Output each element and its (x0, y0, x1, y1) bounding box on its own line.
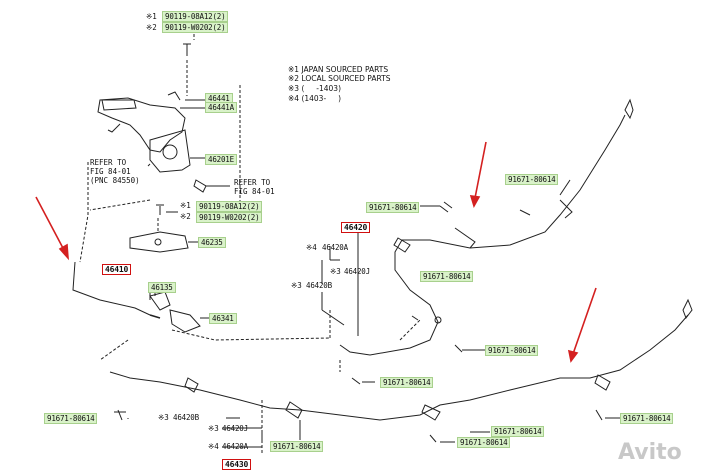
header-part-1[interactable]: 90119-08A12(2) (162, 11, 229, 22)
mark-b-46420A: ※4 (208, 442, 219, 451)
bolt-shape (183, 43, 191, 56)
part-46420J[interactable]: 46420J (344, 267, 370, 276)
legend-line-2: ※2 LOCAL SOURCED PARTS (288, 74, 391, 83)
refer-1-line-1: REFER TO (90, 158, 127, 167)
legend-line-3: ※3 ( -1403) (288, 84, 342, 93)
header-mark-2: ※2 (146, 23, 157, 32)
refer-2-line-2: FIG 84-01 (234, 187, 275, 196)
mid-mark-1: ※1 (180, 201, 191, 210)
part-46235[interactable]: 46235 (198, 237, 226, 248)
refer-1-line-3: (PNC 84550) (90, 176, 140, 185)
part-46410[interactable]: 46410 (102, 264, 132, 275)
watermark: Avito (618, 440, 682, 465)
clip-3[interactable]: 91671-80614 (420, 271, 474, 282)
part-b-46420J[interactable]: 46420J (222, 424, 248, 433)
cable-46420 (339, 114, 626, 356)
part-46135[interactable]: 46135 (148, 282, 176, 293)
header-part-2[interactable]: 90119-W0202(2) (162, 22, 229, 33)
part-46441A[interactable]: 46441A (205, 102, 237, 113)
mark-b-46420B: ※3 (158, 413, 169, 422)
refer-1-line-2: FIG 84-01 (90, 167, 131, 176)
refer-2-line-1: REFER TO (234, 178, 271, 187)
part-b-46420A[interactable]: 46420A (222, 442, 248, 451)
clip-2[interactable]: 91671-80614 (366, 202, 420, 213)
cable-end (624, 98, 634, 120)
legend-line-1: ※1 JAPAN SOURCED PARTS (288, 65, 389, 74)
clip-9[interactable]: 91671-80614 (620, 413, 674, 424)
header-mark-1: ※1 (146, 12, 157, 21)
part-b-46420B[interactable]: 46420B (173, 413, 199, 422)
lever-bracket (149, 129, 191, 173)
equalizer-46341 (169, 309, 201, 333)
clip-10[interactable]: 91671-80614 (270, 441, 324, 452)
clip-5[interactable]: 91671-80614 (380, 377, 434, 388)
clip-8[interactable]: 91671-80614 (457, 437, 511, 448)
part-46201E[interactable]: 46201E (205, 154, 237, 165)
cable-46430 (109, 314, 689, 421)
cable-46410 (72, 261, 151, 316)
part-46420[interactable]: 46420 (341, 222, 371, 233)
clip-4[interactable]: 91671-80614 (485, 345, 539, 356)
clip-6[interactable]: 91671-80614 (44, 413, 98, 424)
lever-body (97, 97, 186, 153)
mark-46420B: ※3 (291, 281, 302, 290)
clip-7[interactable]: 91671-80614 (491, 426, 545, 437)
legend-line-4: ※4 (1403- ) (288, 94, 342, 103)
mid-part-2[interactable]: 90119-W0202(2) (196, 212, 263, 223)
red-arrows (35, 141, 597, 363)
part-46430[interactable]: 46430 (222, 459, 252, 470)
mid-part-1[interactable]: 90119-08A12(2) (196, 201, 263, 212)
part-46420A[interactable]: 46420A (322, 243, 348, 252)
mid-mark-2: ※2 (180, 212, 191, 221)
mark-b-46420J: ※3 (208, 424, 219, 433)
part-46341[interactable]: 46341 (209, 313, 237, 324)
mark-46420J: ※3 (330, 267, 341, 276)
clip-1[interactable]: 91671-80614 (505, 174, 559, 185)
mark-46420A: ※4 (306, 243, 317, 252)
part-46420B[interactable]: 46420B (306, 281, 332, 290)
bracket-46235 (129, 231, 189, 253)
